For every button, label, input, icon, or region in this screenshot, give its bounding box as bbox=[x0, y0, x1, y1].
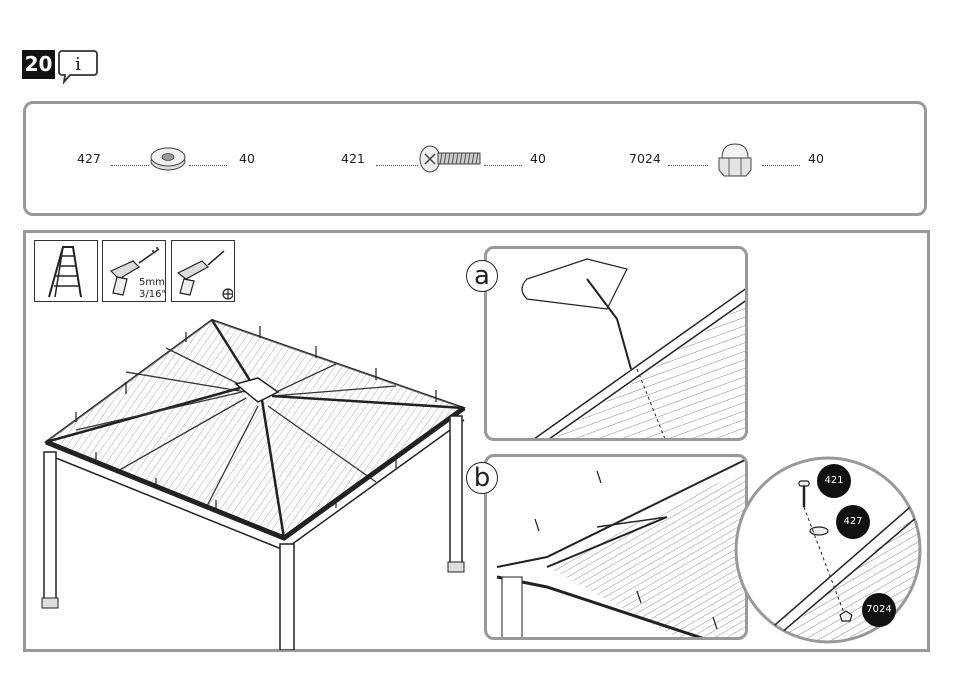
callout-427: 427 bbox=[836, 505, 870, 539]
leader-line bbox=[376, 165, 418, 166]
part-qty-421: 40 bbox=[530, 151, 546, 166]
detail-b-panel bbox=[484, 454, 748, 640]
detail-b-label: b bbox=[466, 462, 498, 494]
part-qty-7024: 40 bbox=[808, 151, 824, 166]
screw-icon bbox=[418, 143, 482, 175]
part-number-427: 427 bbox=[77, 151, 101, 166]
part-qty-427: 40 bbox=[239, 151, 255, 166]
detail-a-label: a bbox=[466, 260, 498, 292]
cap-nut-icon bbox=[716, 140, 754, 180]
drill-tool: 5mm 3/16" bbox=[102, 240, 166, 302]
svg-text:i: i bbox=[75, 54, 81, 75]
callout-7024: 7024 bbox=[862, 593, 896, 627]
ladder-icon bbox=[35, 241, 96, 300]
power-screwdriver-icon bbox=[172, 241, 233, 300]
leader-line bbox=[189, 165, 227, 166]
leader-line bbox=[668, 165, 708, 166]
drilling-detail bbox=[487, 249, 748, 441]
detail-a-panel bbox=[484, 246, 748, 441]
step-number: 20 bbox=[22, 50, 55, 79]
part-number-7024: 7024 bbox=[629, 151, 661, 166]
drill-bit-inch: 3/16" bbox=[139, 289, 166, 300]
drill-bit-mm: 5mm bbox=[139, 277, 165, 288]
part-number-421: 421 bbox=[341, 151, 365, 166]
info-icon: i bbox=[58, 47, 98, 85]
callout-421: 421 bbox=[817, 464, 851, 498]
leader-line bbox=[484, 165, 522, 166]
washer-icon bbox=[149, 143, 187, 173]
gazebo-illustration bbox=[36, 312, 476, 650]
screw-placement-detail bbox=[487, 457, 748, 640]
leader-line bbox=[762, 165, 800, 166]
ladder-tool bbox=[34, 240, 98, 302]
leader-line bbox=[111, 165, 149, 166]
screwdriver-tool bbox=[171, 240, 235, 302]
